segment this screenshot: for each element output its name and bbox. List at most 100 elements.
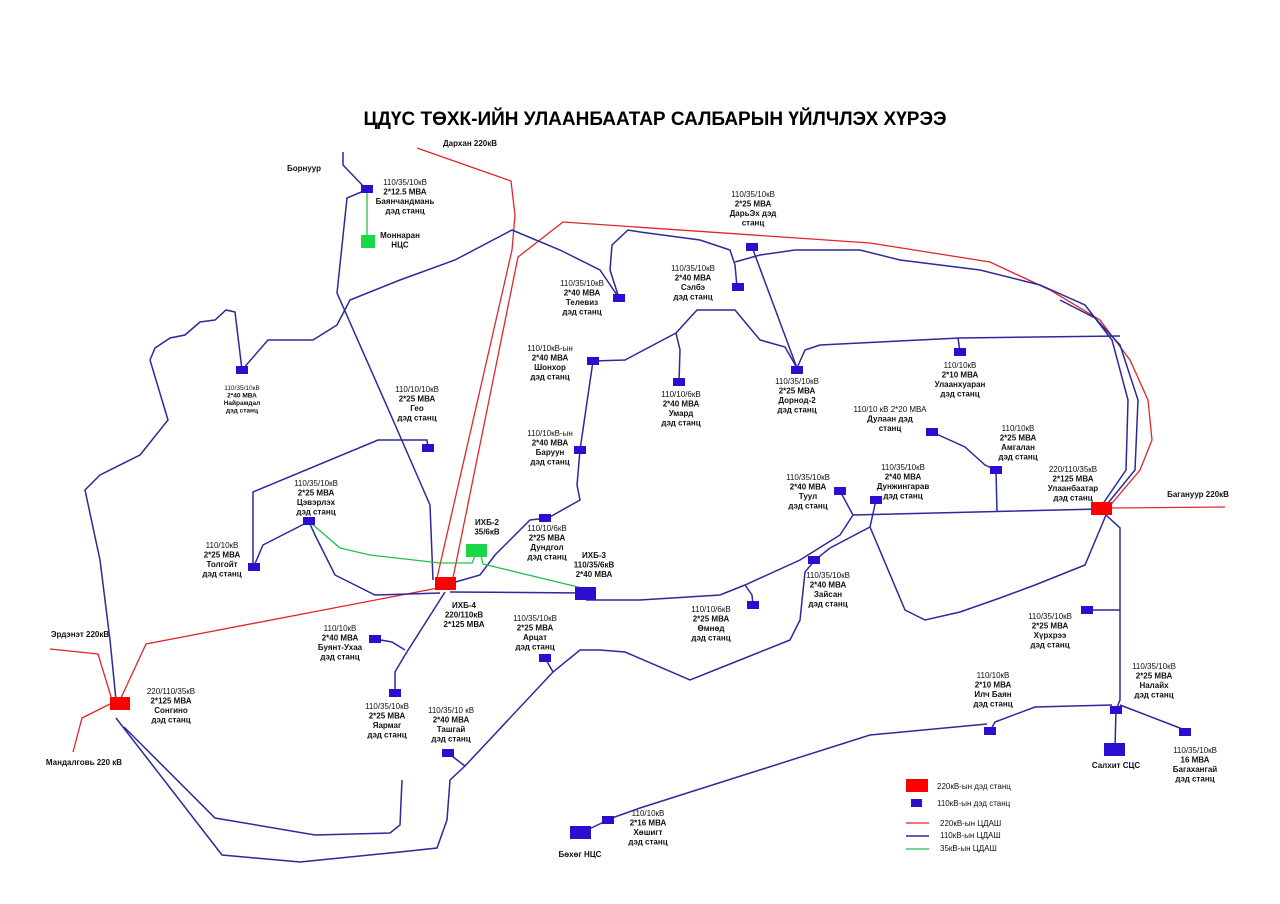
line-110 <box>609 229 738 299</box>
label-tashgai-line: 110/35/10 кВ <box>428 706 474 715</box>
label-nalaikh-line: 110/35/10кВ <box>1132 662 1176 671</box>
station-ikhb4[interactable] <box>435 577 456 590</box>
station-songino[interactable] <box>110 697 130 710</box>
line-220-erdenet <box>49 648 113 701</box>
station-tuul[interactable] <box>834 487 846 495</box>
label-ulaanbaatar-line: 220/110/35кВ <box>1049 465 1097 474</box>
line-110 <box>241 229 620 371</box>
station-shonkhor[interactable] <box>587 357 599 365</box>
station-dunjingarav[interactable] <box>870 496 882 504</box>
station-nalaikh[interactable] <box>1110 706 1122 714</box>
station-buyantukhaa[interactable] <box>369 635 381 643</box>
line-35 <box>311 523 476 564</box>
station-ilchbayan[interactable] <box>984 727 996 735</box>
label-bayanchandmani-line: дэд станц <box>385 207 424 216</box>
legend-line-35: 35кВ-ын ЦДАШ <box>940 844 997 853</box>
station-ikhb2[interactable] <box>466 544 487 557</box>
label-khoshigt-line: 110/10кВ <box>632 809 665 818</box>
station-bagakhangai[interactable] <box>1179 728 1191 736</box>
lines-35kv <box>311 190 583 589</box>
label-ulaanbaatar-line: Улаанбаатар <box>1048 484 1098 493</box>
station-dundgol[interactable] <box>539 514 551 522</box>
legend-station-110-swatch <box>911 799 922 807</box>
label-buyantukhaa-line: дэд станц <box>320 653 359 662</box>
station-ikhb3[interactable] <box>575 587 596 600</box>
label-televiz-line: 110/35/10кВ <box>560 279 604 288</box>
label-zaisan-line: 110/35/10кВ <box>806 571 850 580</box>
line-35 <box>480 555 583 589</box>
station-omnod[interactable] <box>747 601 759 609</box>
label-yarmag-line: 2*25 МВА <box>369 712 406 721</box>
label-ikhb2-line: ИХБ-2 <box>475 518 500 527</box>
label-dundgol-line: 110/10/6кВ <box>527 524 566 533</box>
station-baruun[interactable] <box>574 446 586 454</box>
label-geo-line: Гео <box>410 404 424 413</box>
label-dulaan-line: 110/10 кВ 2*20 МВА <box>854 405 928 414</box>
label-artsat-line: 2*25 МВА <box>517 624 554 633</box>
label-amgalan-line: Амгалан <box>1001 443 1035 452</box>
station-selbe[interactable] <box>732 283 744 291</box>
label-bagakhangai-line: 16 МВА <box>1181 756 1210 765</box>
station-ulaankhuaran[interactable] <box>954 348 966 356</box>
label-erdenet: Эрдэнэт 220кВ <box>51 630 110 639</box>
label-buyantukhaa-line: Буянт-Ухаа <box>318 643 363 652</box>
label-tolgoit-line: 110/10кВ <box>206 541 239 550</box>
station-tashgai[interactable] <box>442 749 454 757</box>
label-darkhex-line: 2*25 МВА <box>735 200 772 209</box>
station-umard[interactable] <box>673 378 685 386</box>
station-yarmag[interactable] <box>389 689 401 697</box>
label-yarmag-line: дэд станц <box>367 731 406 740</box>
station-bokh[interactable] <box>570 826 591 839</box>
line-110 <box>931 431 998 513</box>
label-umard-line: 110/10/6кВ <box>661 390 700 399</box>
station-bayanchandmani[interactable] <box>361 185 373 193</box>
station-amgalan[interactable] <box>990 466 1002 474</box>
label-ulaanbaatar-line: дэд станц <box>1053 494 1092 503</box>
station-darkhex[interactable] <box>746 243 758 251</box>
station-dulaan[interactable] <box>926 428 938 436</box>
station-tolgoit[interactable] <box>248 563 260 571</box>
label-ikhb2-line: 35/6кВ <box>474 528 500 537</box>
label-bokh: Бөхөг НЦС <box>559 850 602 859</box>
line-110 <box>869 514 1107 621</box>
station-artsat[interactable] <box>539 654 551 662</box>
station-khoshigt[interactable] <box>602 816 614 824</box>
line-110 <box>123 726 403 836</box>
station-zaisan[interactable] <box>808 556 820 564</box>
station-tsevrlekh[interactable] <box>303 517 315 525</box>
station-dornod2[interactable] <box>791 366 803 374</box>
label-bayanchandmani-line: Баянчандмань <box>376 197 435 206</box>
label-ikhb3-line: 2*40 МВА <box>576 570 613 579</box>
station-salkhit[interactable] <box>1104 743 1125 756</box>
station-televiz[interactable] <box>613 294 625 302</box>
label-omnod-line: 110/10/6кВ <box>691 605 730 614</box>
station-geo[interactable] <box>422 444 434 452</box>
label-buyantukhaa-line: 110/10кВ <box>324 624 357 633</box>
station-nairamdal[interactable] <box>236 366 248 374</box>
label-nairamdal-line: 2*40 МВА <box>227 393 257 400</box>
label-tsevrlekh-line: 2*25 МВА <box>298 489 335 498</box>
line-110 <box>839 490 1101 516</box>
label-geo-line: 2*25 МВА <box>399 395 436 404</box>
legend-station-220-swatch <box>906 779 928 792</box>
station-ulaanbaatar[interactable] <box>1091 502 1112 515</box>
label-nairamdal-line: Найрамдал <box>224 399 261 407</box>
label-tsevrlekh-line: Цэвэрлэх <box>297 498 336 507</box>
station-khurkhree[interactable] <box>1081 606 1093 614</box>
station-monnaran[interactable] <box>361 235 375 248</box>
line-220-darkhan <box>416 147 516 579</box>
label-darkhex-line: станц <box>742 219 765 228</box>
label-tolgoit-line: дэд станц <box>202 570 241 579</box>
